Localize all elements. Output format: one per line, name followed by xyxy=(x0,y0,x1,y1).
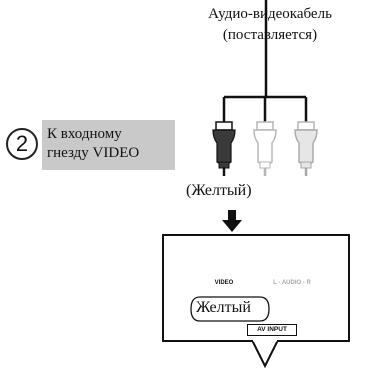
cable-label-line1: Аудио-видеокабель xyxy=(208,6,332,22)
down-arrow-icon xyxy=(222,210,242,232)
video-plug xyxy=(212,121,236,176)
audio-plug-right xyxy=(294,121,318,176)
panel-color-label: Желтый xyxy=(196,299,251,316)
main-cable xyxy=(222,0,308,122)
step-number-badge: 2 xyxy=(6,128,38,160)
audio-jacks-label: L - AUDIO - R xyxy=(273,280,311,286)
cable-label-line2: (поставляется) xyxy=(222,27,318,43)
step-callout-line2: гнезду VIDEO xyxy=(47,145,140,161)
audio-plug-left xyxy=(253,121,277,176)
step-callout: К входному гнезду VIDEO xyxy=(42,120,175,170)
step-callout-line1: К входному xyxy=(47,126,122,142)
video-jack-label: VIDEO xyxy=(214,280,234,286)
av-input-label: AV INPUT xyxy=(247,324,297,336)
panel-pointer xyxy=(252,340,278,368)
cable-label: Аудио-видеокабель (поставляется) xyxy=(170,4,370,46)
plug-color-label: (Желтый) xyxy=(186,182,252,199)
color-label-outline xyxy=(190,296,270,322)
